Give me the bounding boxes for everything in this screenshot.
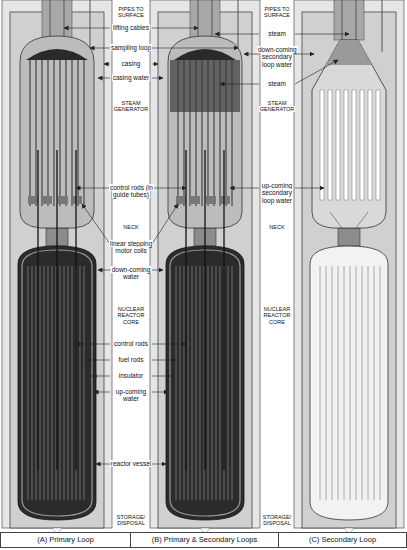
section-heading: STEAM GENERATOR bbox=[113, 100, 149, 112]
part-label: up-coming water bbox=[115, 388, 147, 402]
label-slot: insulator bbox=[109, 372, 153, 379]
part-label: reactor vessel bbox=[110, 460, 152, 467]
part-label: casing bbox=[121, 60, 142, 67]
part-label: fuel rods bbox=[118, 356, 145, 363]
label-slot: sampling loop bbox=[109, 44, 153, 51]
label-slot: PIPES TO SURFACE bbox=[109, 6, 153, 19]
label-slot: (B) Primary & Secondary Loops bbox=[130, 535, 279, 544]
label-slot: STORAGE/ DISPOSAL bbox=[109, 514, 153, 527]
part-label: lifting cables bbox=[112, 24, 150, 31]
label-slot: NECK bbox=[109, 224, 153, 230]
label-slot: lifting cables bbox=[109, 24, 153, 31]
label-slot: NUCLEAR REACTOR CORE bbox=[257, 306, 297, 325]
label-slot: STEAM GENERATOR bbox=[257, 100, 297, 113]
panel-caption: (B) Primary & Secondary Loops bbox=[151, 535, 258, 544]
label-slot: down-coming water bbox=[109, 266, 153, 281]
label-slot: reactor vessel bbox=[109, 460, 153, 467]
part-label: casing water bbox=[112, 74, 151, 81]
label-slot: NECK bbox=[257, 224, 297, 230]
label-slot: steam bbox=[257, 80, 297, 87]
label-slot: NUCLEAR REACTOR CORE bbox=[109, 306, 153, 325]
part-label: insulator bbox=[118, 372, 145, 379]
label-slot: (A) Primary Loop bbox=[0, 535, 131, 544]
label-slot: control rods bbox=[109, 340, 153, 347]
label-slot: control rods (in guide tubes) bbox=[109, 184, 153, 199]
label-slot: up-coming secondary loop water bbox=[257, 182, 297, 204]
label-slot: PIPES TO SURFACE bbox=[257, 6, 297, 19]
section-heading: PIPES TO SURFACE bbox=[263, 6, 291, 18]
label-slot: casing water bbox=[109, 74, 153, 81]
storage-note: STORAGE/ DISPOSAL bbox=[262, 514, 292, 526]
section-heading: STEAM GENERATOR bbox=[259, 100, 295, 112]
part-label: sampling loop bbox=[110, 44, 152, 51]
part-label: control rods bbox=[113, 340, 149, 347]
storage-note: STORAGE/ DISPOSAL bbox=[116, 514, 146, 526]
part-label: steam bbox=[267, 80, 287, 87]
label-slot: fuel rods bbox=[109, 356, 153, 363]
part-label: control rods (in guide tubes) bbox=[109, 184, 154, 198]
section-heading: NECK bbox=[268, 224, 285, 230]
part-label: down-coming water bbox=[111, 266, 152, 280]
section-heading: NECK bbox=[122, 224, 139, 230]
label-slot: (C) Secondary Loop bbox=[278, 535, 407, 544]
label-slot: steam bbox=[257, 30, 297, 37]
label-slot: STORAGE/ DISPOSAL bbox=[257, 514, 297, 527]
part-label: up-coming secondary loop water bbox=[261, 182, 293, 204]
section-heading: NUCLEAR REACTOR CORE bbox=[117, 306, 146, 325]
part-label: linear stepping motor coils bbox=[109, 240, 153, 254]
panel-caption: (A) Primary Loop bbox=[36, 535, 95, 544]
label-slot: linear stepping motor coils bbox=[109, 240, 153, 255]
part-label: steam bbox=[267, 30, 287, 37]
label-slot: STEAM GENERATOR bbox=[109, 100, 153, 113]
panel-caption: (C) Secondary Loop bbox=[308, 535, 377, 544]
label-slot: down-coming secondary loop water bbox=[257, 46, 297, 68]
section-heading: PIPES TO SURFACE bbox=[117, 6, 145, 18]
section-heading: NUCLEAR REACTOR CORE bbox=[263, 306, 292, 325]
part-label: down-coming secondary loop water bbox=[257, 46, 298, 68]
label-slot: up-coming water bbox=[109, 388, 153, 403]
label-slot: casing bbox=[109, 60, 153, 67]
